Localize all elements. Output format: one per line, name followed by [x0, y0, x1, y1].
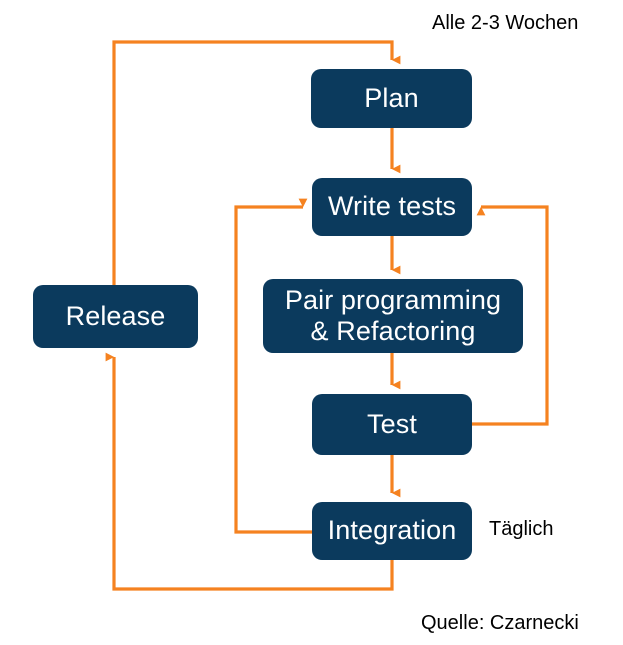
connector-release-to-plan [112, 40, 401, 286]
node-release-label: Release [65, 300, 166, 331]
node-test-label: Test [367, 408, 417, 439]
node-test[interactable]: Test [312, 394, 472, 455]
connector-integration-to-release [105, 352, 394, 591]
node-pair-programming[interactable]: Pair programming & Refactoring [263, 279, 523, 353]
annotation-source: Quelle: Czarnecki [421, 612, 579, 634]
node-release[interactable]: Release [33, 285, 198, 348]
connector-test-to-write-tests [472, 205, 549, 426]
annotation-daily: Täglich [489, 518, 554, 540]
node-pair-programming-label: Pair programming & Refactoring [284, 284, 502, 346]
node-plan[interactable]: Plan [311, 69, 472, 128]
node-plan-label: Plan [364, 82, 419, 113]
node-integration[interactable]: Integration [312, 502, 472, 560]
annotation-release-cycle: Alle 2-3 Wochen [432, 12, 579, 34]
node-write-tests[interactable]: Write tests [312, 178, 472, 236]
node-write-tests-label: Write tests [327, 191, 457, 222]
node-integration-label: Integration [327, 515, 457, 546]
connector-integration-to-write-tests [234, 198, 312, 534]
